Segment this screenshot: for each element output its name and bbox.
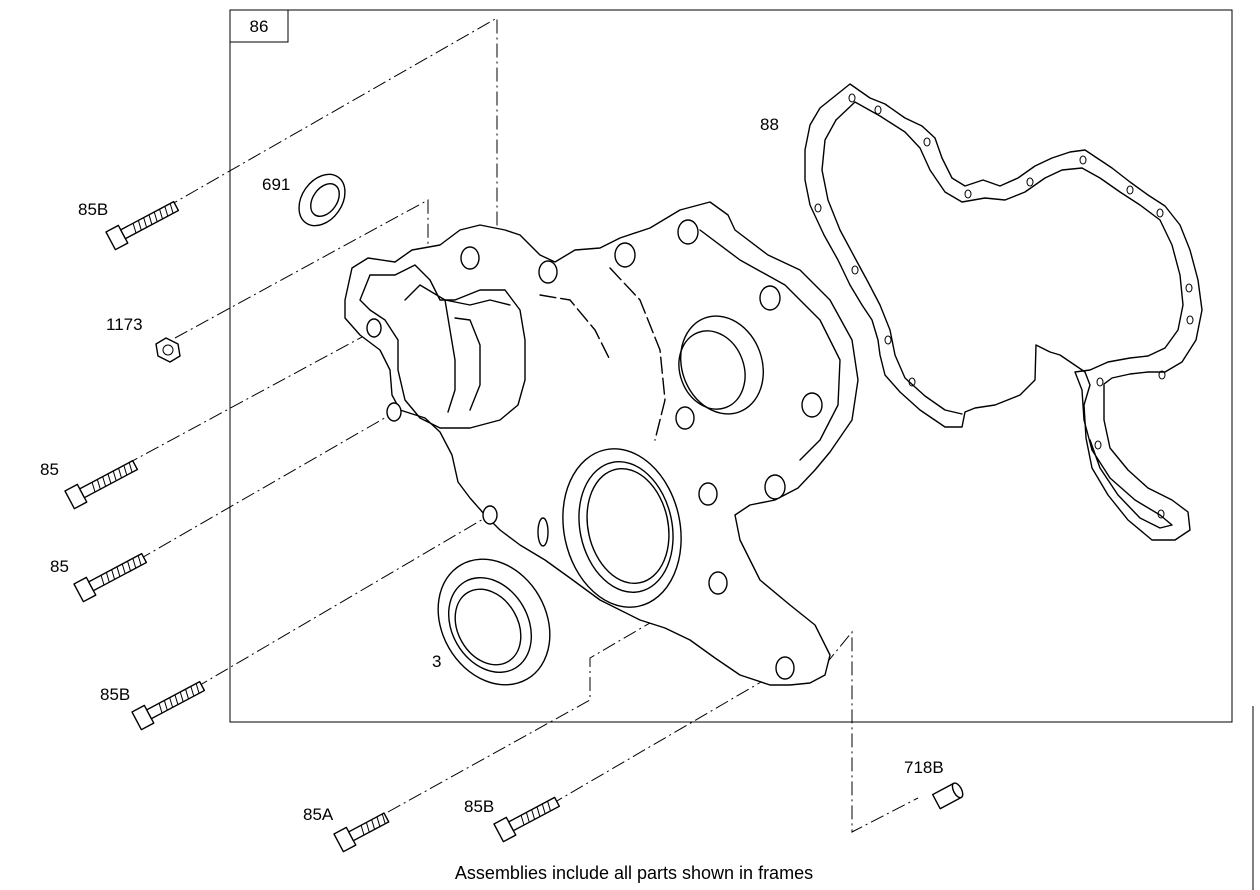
callout-85A: 85A	[303, 805, 334, 824]
callout-85B-bottom: 85B	[464, 797, 494, 816]
seal-691: 691	[262, 173, 346, 227]
callout-85B-top: 85B	[78, 200, 108, 219]
bolt-85B-top	[105, 200, 180, 251]
callout-85-a: 85	[40, 460, 59, 479]
nut-1173	[155, 337, 181, 363]
bolt-85-b	[73, 552, 148, 603]
bolt-85A	[333, 812, 390, 853]
gasket-88: 88	[760, 83, 1203, 541]
callout-1173: 1173	[106, 315, 143, 334]
assembly-frame: 86	[229, 9, 1254, 890]
callout-85-b: 85	[50, 557, 69, 576]
dowel-718B	[931, 782, 964, 810]
callout-691: 691	[262, 175, 290, 194]
bolt-85B-bottom	[493, 796, 561, 843]
callout-88: 88	[760, 115, 779, 134]
callout-85B-mid: 85B	[100, 685, 130, 704]
bolt-85B-mid	[131, 680, 206, 731]
timing-cover	[344, 201, 859, 686]
bolt-85-a	[64, 459, 139, 510]
seal-3: 3	[432, 558, 551, 686]
callout-3: 3	[432, 652, 441, 671]
callout-718B: 718B	[904, 758, 944, 777]
frame-label: 86	[250, 17, 269, 36]
diagram-caption: Assemblies include all parts shown in fr…	[455, 863, 813, 883]
